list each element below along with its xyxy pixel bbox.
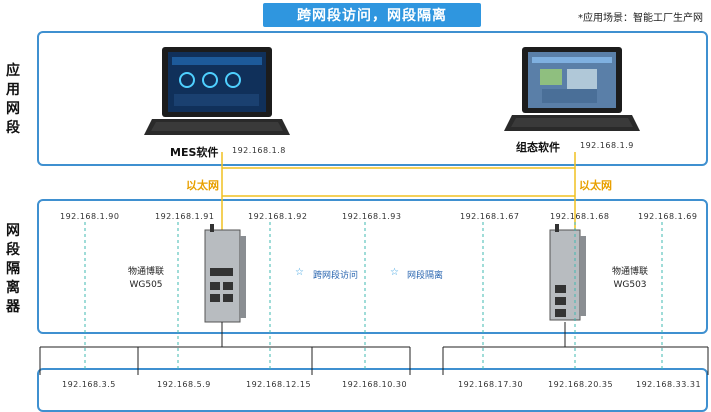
device-name-wg503: 物通博联 WG503 [612,266,648,292]
isolator-segment-box [37,199,708,334]
ethernet-lines [221,152,576,232]
device-model: WG505 [129,280,163,290]
ethernet-label: 以太网 [186,179,219,192]
mes-software-label: MES软件 [170,146,219,159]
ip-label: 192.168.17.30 [458,380,524,389]
ip-label: 192.168.1.68 [550,212,610,221]
page-title: 跨网段访问，网段隔离 [263,3,481,27]
bus-lines [39,322,709,375]
device-brand: 物通博联 [612,267,649,277]
dashed-links [84,222,663,372]
scene-note: *应用场景：智能工厂生产网 [578,13,703,24]
feature-cross-segment: 跨网段访问 [313,271,359,281]
ip-label: 192.168.10.30 [342,380,408,389]
laptop-icon [504,47,640,131]
router-icon [549,224,586,321]
ip-label: 192.168.1.92 [248,212,308,221]
router-icon [204,224,246,323]
star-icon: ☆ [390,267,399,278]
ethernet-label: 以太网 [579,179,612,192]
ip-label: 192.168.1.91 [155,212,215,221]
ip-label: 192.168.1.67 [460,212,520,221]
device-model: WG503 [613,280,647,290]
ip-label: 192.168.33.31 [636,380,702,389]
ip-label: 192.168.20.35 [548,380,614,389]
device-name-wg505: 物通博联 WG505 [128,266,164,292]
ip-label: 192.168.12.15 [246,380,312,389]
star-icon: ☆ [295,267,304,278]
laptop-icon [144,47,290,135]
isolator-segment-label: 网段隔离器 [6,223,20,315]
ip-label: 192.168.3.5 [62,380,116,389]
device-brand: 物通博联 [128,267,165,277]
ip-label: 192.168.1.93 [342,212,402,221]
diagram-lines [39,47,709,375]
scada-software-label: 组态软件 [516,141,560,154]
feature-isolation: 网段隔离 [407,271,444,281]
mes-ip: 192.168.1.8 [232,146,286,155]
scada-ip: 192.168.1.9 [580,141,634,150]
app-segment-label: 应用网段 [6,63,20,136]
ip-label: 192.168.5.9 [157,380,211,389]
ip-label: 192.168.1.69 [638,212,698,221]
ip-label: 192.168.1.90 [60,212,120,221]
